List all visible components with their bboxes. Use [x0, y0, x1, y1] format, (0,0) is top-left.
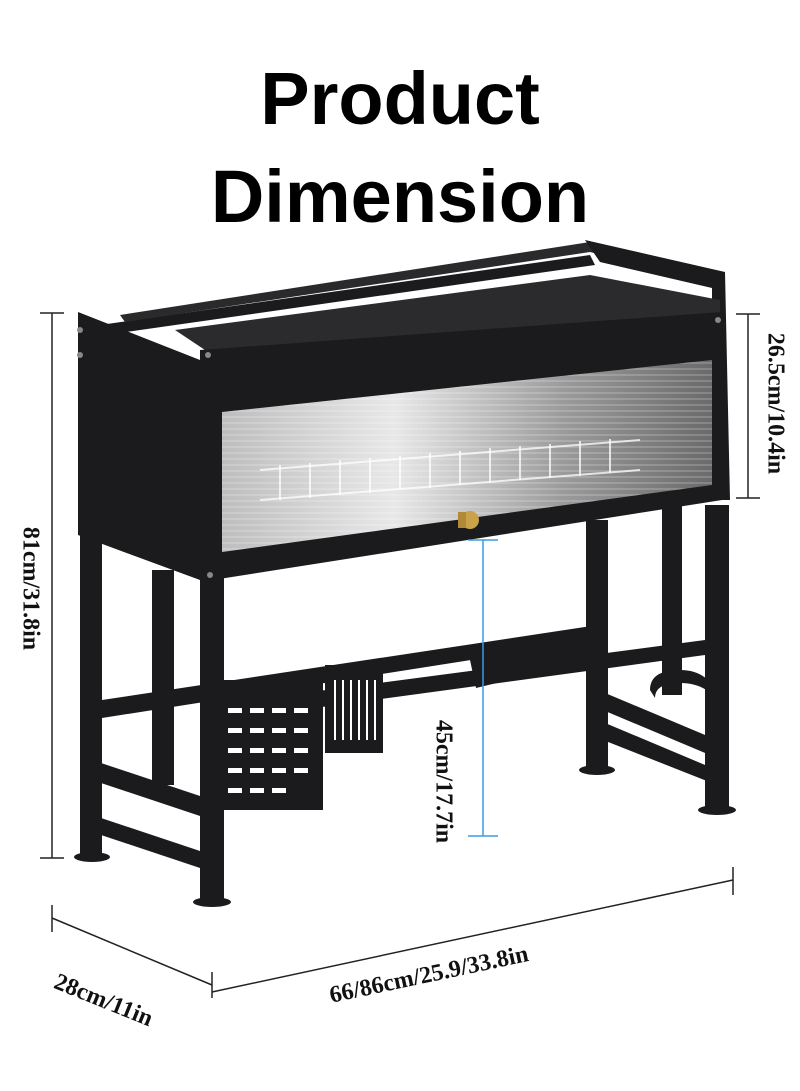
lower-frame — [92, 625, 720, 872]
cutlery-holder — [205, 665, 383, 810]
dimension-cabinet-height-line — [736, 313, 760, 499]
side-tray — [470, 630, 592, 688]
dimension-width-line — [211, 867, 734, 993]
dimension-total-height-line — [40, 312, 64, 859]
rack-legs — [74, 505, 736, 907]
dimension-depth-line — [51, 905, 213, 998]
title-product: Product — [260, 57, 540, 140]
label-cabinet-height: 26.5cm/10.4in — [762, 332, 789, 475]
title-dimension: Dimension — [210, 155, 590, 238]
label-clearance-height: 45cm/17.7in — [430, 719, 457, 844]
label-total-height: 81cm/31.8in — [17, 526, 44, 651]
dimension-clearance-height-line — [468, 539, 498, 837]
cabinet — [77, 240, 730, 582]
